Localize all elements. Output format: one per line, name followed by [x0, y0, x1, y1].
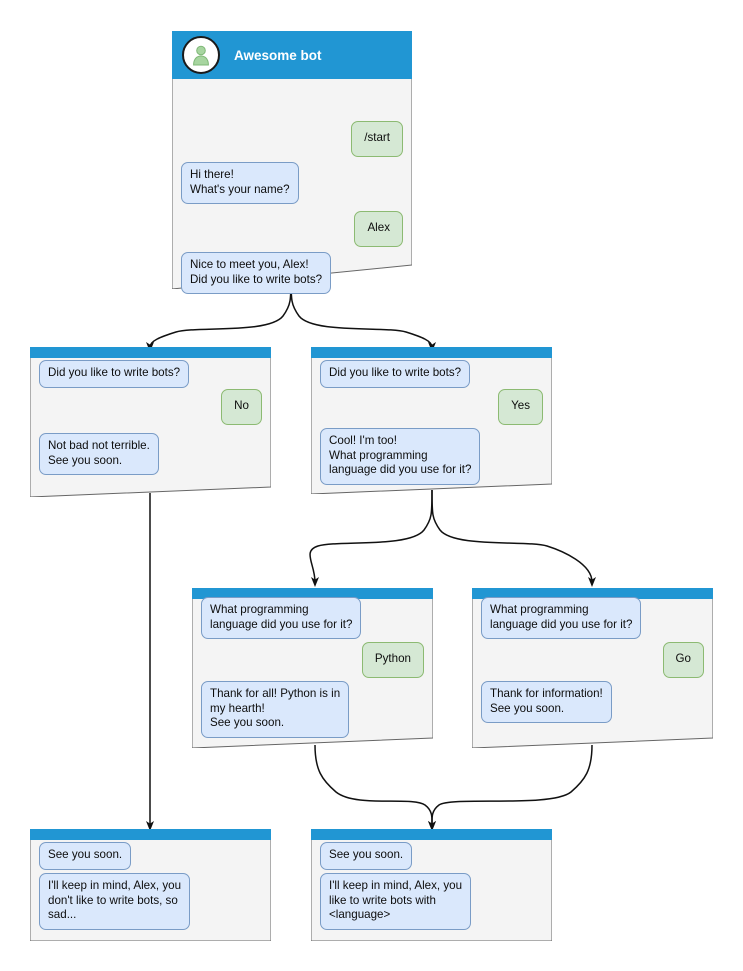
card-branch-go-content: What programming language did you use fo… — [472, 588, 713, 748]
message-row: Did you like to write bots? — [320, 360, 543, 388]
message-row: Did you like to write bots? — [39, 360, 262, 388]
edge-yes-to-python — [309, 489, 433, 587]
bot-message-bubble: Did you like to write bots? — [320, 360, 471, 388]
bot-message-bubble: Not bad not terrible. See you soon. — [39, 433, 159, 475]
bot-message-bubble: Thank for information! See you soon. — [481, 681, 612, 723]
card-root[interactable]: Awesome bot /start Hi there! What's your… — [172, 31, 412, 294]
card-end-sad[interactable]: See you soon. I'll keep in mind, Alex, y… — [30, 829, 271, 941]
message-row: No — [39, 389, 262, 425]
edge-python-to-end-happy — [314, 744, 437, 831]
card-branch-python-content: What programming language did you use fo… — [192, 588, 433, 748]
bot-message-bubble: Nice to meet you, Alex! Did you like to … — [181, 252, 332, 294]
message-row: What programming language did you use fo… — [481, 597, 704, 639]
message-row: Thank for all! Python is in my hearth! S… — [201, 681, 424, 738]
bubble-clip: What programming language did you use fo… — [192, 588, 433, 748]
avatar — [182, 36, 220, 74]
person-icon — [193, 45, 209, 66]
message-row: /start — [181, 121, 403, 157]
message-row: Cool! I'm too! What programming language… — [320, 428, 543, 485]
user-message-bubble: No — [221, 389, 262, 425]
message-row: Thank for information! See you soon. — [481, 681, 704, 723]
edge-go-to-end-happy — [427, 744, 593, 831]
card-branch-python[interactable]: What programming language did you use fo… — [192, 588, 433, 748]
card-end-sad-content: See you soon. I'll keep in mind, Alex, y… — [30, 829, 271, 941]
message-row: See you soon. — [320, 842, 543, 870]
user-message-bubble: Python — [361, 642, 424, 678]
user-message-bubble: Alex — [354, 211, 403, 247]
bot-name-label: Awesome bot — [234, 47, 322, 63]
message-row: Python — [201, 642, 424, 678]
bot-message-bubble: See you soon. — [320, 842, 413, 870]
card-end-happy-content: See you soon. I'll keep in mind, Alex, y… — [311, 829, 552, 941]
bubble-clip: See you soon. I'll keep in mind, Alex, y… — [311, 829, 552, 941]
message-row: See you soon. — [39, 842, 262, 870]
bot-message-bubble: I'll keep in mind, Alex, you don't like … — [39, 873, 191, 930]
card-branch-yes[interactable]: Did you like to write bots? Yes Cool! I'… — [311, 347, 552, 494]
card-root-shape — [172, 31, 412, 289]
card-branch-no[interactable]: Did you like to write bots? No Not bad n… — [30, 347, 271, 497]
bubble-clip: Did you like to write bots? Yes Cool! I'… — [311, 347, 552, 494]
message-row: I'll keep in mind, Alex, you don't like … — [39, 873, 262, 930]
message-row: What programming language did you use fo… — [201, 597, 424, 639]
message-row: Go — [481, 642, 704, 678]
bubble-clip: See you soon. I'll keep in mind, Alex, y… — [30, 829, 271, 941]
message-row: Not bad not terrible. See you soon. — [39, 433, 262, 475]
bot-message-bubble: What programming language did you use fo… — [201, 597, 362, 639]
card-branch-yes-content: Did you like to write bots? Yes Cool! I'… — [311, 347, 552, 494]
card-branch-go[interactable]: What programming language did you use fo… — [472, 588, 713, 748]
user-message-bubble: Yes — [498, 389, 543, 425]
message-row: I'll keep in mind, Alex, you like to wri… — [320, 873, 543, 930]
bubble-clip: What programming language did you use fo… — [472, 588, 713, 748]
message-row: Hi there! What's your name? — [181, 162, 403, 204]
message-row: Alex — [181, 211, 403, 247]
message-row: Yes — [320, 389, 543, 425]
edge-yes-to-go — [431, 489, 596, 587]
bot-message-bubble: Hi there! What's your name? — [181, 162, 299, 204]
user-message-bubble: Go — [662, 642, 704, 678]
bot-message-bubble: What programming language did you use fo… — [481, 597, 642, 639]
message-row: Nice to meet you, Alex! Did you like to … — [181, 252, 403, 294]
bot-message-bubble: See you soon. — [39, 842, 132, 870]
card-root-content: Awesome bot /start Hi there! What's your… — [172, 31, 412, 294]
user-message-bubble: /start — [351, 121, 403, 157]
bot-message-bubble: Cool! I'm too! What programming language… — [320, 428, 481, 485]
card-branch-no-content: Did you like to write bots? No Not bad n… — [30, 347, 271, 497]
bot-message-bubble: Did you like to write bots? — [39, 360, 190, 388]
bubble-clip: Did you like to write bots? No Not bad n… — [30, 347, 271, 497]
bot-message-bubble: Thank for all! Python is in my hearth! S… — [201, 681, 350, 738]
card-end-happy[interactable]: See you soon. I'll keep in mind, Alex, y… — [311, 829, 552, 941]
bot-header: Awesome bot — [172, 31, 412, 79]
bot-message-bubble: I'll keep in mind, Alex, you like to wri… — [320, 873, 472, 930]
